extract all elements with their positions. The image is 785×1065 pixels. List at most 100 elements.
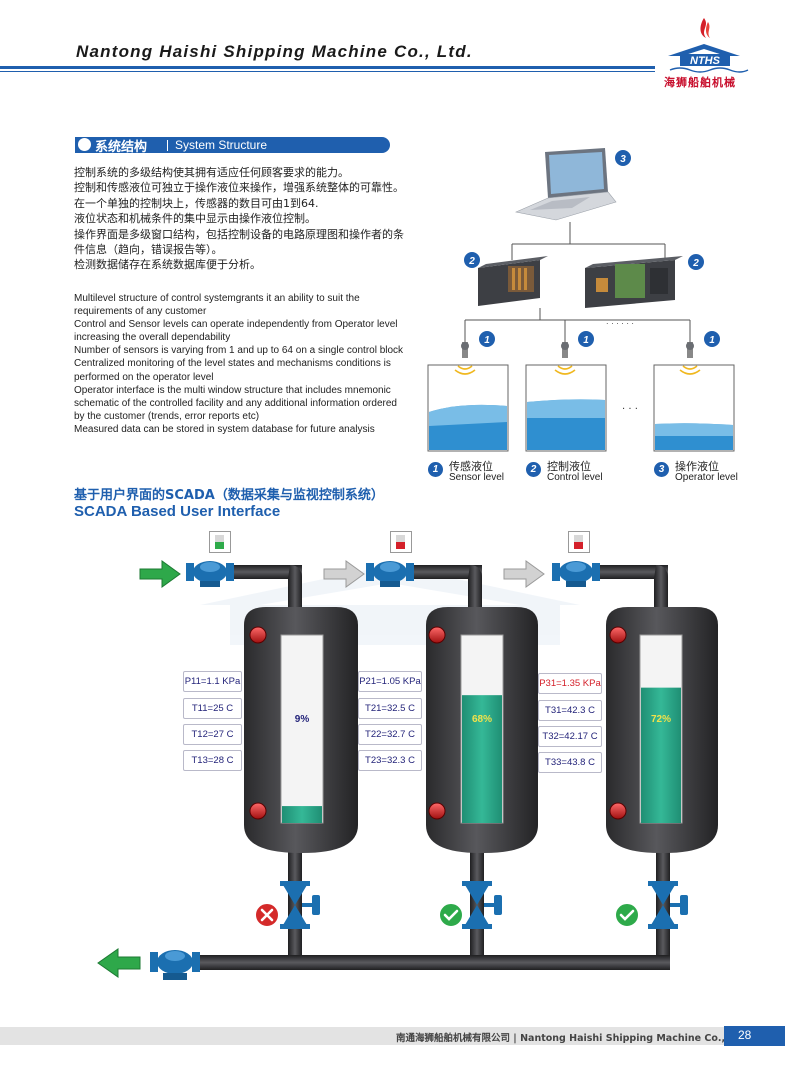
en-line: Number of sensors is varying from 1 and … [74,345,404,357]
company-logo: NTHS [668,18,749,73]
sensor-tank-1 [427,364,509,452]
scada-schematic [97,560,718,980]
temperature-readout: T21=32.5 C [358,698,422,719]
legend-sensor-cn: 传感液位 [449,460,493,473]
header-rule-thin [0,71,655,72]
cn-line: 操作界面是多级窗口结构，包括控制设备的电路原理图和操作者的条 [74,227,404,241]
section-title-en: System Structure [175,138,268,152]
ok-check-icon [614,902,640,928]
legend-control-cn: 控制液位 [547,460,591,473]
switch-indicator [396,542,405,549]
laptop-icon [515,148,617,221]
cn-line: 件信息（趋向，错误报告等）。 [74,243,223,257]
en-line: Operator interface is the multi window s… [74,384,391,396]
legend-operator-en: Operator level [675,472,738,483]
callout-sensor: 1 [484,335,490,346]
temperature-readout: T12=27 C [183,724,242,745]
header-rule [0,66,655,69]
callout-control: 2 [468,256,475,267]
chinese-description: 控制系统的多级结构使其拥有适应任何顾客要求的能力。 控制和传感液位可独立于操作液… [74,165,444,273]
en-line: increasing the overall dependability [74,332,231,344]
network-ellipsis: . . . . . . [606,317,634,326]
en-line: performed on the operator level [74,371,214,383]
inlet-pump-icon [552,561,600,587]
outlet-valve-icon [280,881,320,929]
outlet-arrow-icon [97,948,141,978]
legend-sensor-en: Sensor level [449,472,505,483]
en-line: Centralized monitoring of the level stat… [74,358,391,370]
tanks-ellipsis: · · · [622,404,638,415]
scada-title-en: SCADA Based User Interface [74,503,281,520]
system-structure-diagram: 3 2 2 . . . . . . · · · [427,148,735,452]
callout-operator: 3 [620,154,626,165]
en-line: Measured data can be stored in system da… [74,423,375,435]
temperature-readout: T31=42.3 C [538,700,602,721]
footer-band [0,1027,785,1045]
switch-top [574,535,583,542]
inlet-arrow-icon [139,560,181,588]
temperature-readout: T22=32.7 C [358,724,422,745]
temperature-readout: T13=28 C [183,750,242,771]
en-line: Control and Sensor levels can operate in… [74,319,398,331]
level-sensor-icon [554,342,576,375]
inlet-pump-icon [186,561,234,587]
legend-control-en: Control level [547,472,603,483]
en-line: by the customer (trends, error reports e… [74,410,260,422]
idle-arrow-icon [503,560,545,588]
legend-operator-cn: 操作液位 [675,460,719,473]
section-bullet-icon [78,138,91,151]
fault-x-icon [254,902,280,928]
cn-line: 控制系统的多级结构使其拥有适应任何顾客要求的能力。 [74,166,349,179]
section-title-cn: 系统结构 [95,140,148,155]
ok-check-icon [438,902,464,928]
outlet-pump-icon [150,950,200,980]
level-sensor-icon [679,342,701,375]
temperature-readout: T11=25 C [183,698,242,719]
level-percent: 68% [471,714,492,725]
section-heading-bar [75,137,390,153]
callout-sensor: 1 [709,335,715,346]
page-badge [724,1026,785,1046]
liquid-level-fill [462,695,502,823]
footer-text: 南通海狮船舶机械有限公司 | Nantong Haishi Shipping M… [396,1033,750,1044]
callout-control: 2 [692,258,699,269]
inlet-pump-icon [366,561,414,587]
pressure-readout: P21=1.05 KPa [358,671,422,692]
page-number: 28 [738,1028,752,1042]
outlet-valve-icon [462,881,502,929]
switch-indicator [215,542,224,549]
pump-switch-2[interactable] [390,531,412,553]
switch-top [215,535,224,542]
level-percent: 9% [294,714,310,725]
temperature-readout: T33=43.8 C [538,752,602,773]
liquid-level-fill [282,806,322,823]
level-sensor-icon [454,342,476,375]
switch-top [396,535,405,542]
controller-block-icon [585,256,683,308]
company-title: Nantong Haishi Shipping Machine Co., Ltd… [76,42,473,61]
pressure-readout-alarm: P31=1.35 KPa [538,673,602,694]
pump-switch-3[interactable] [568,531,590,553]
temperature-readout: T23=32.3 C [358,750,422,771]
idle-arrow-icon [323,560,365,588]
cn-line: 在一个单独的控制块上，传感器的数目可由1到64. [74,196,319,210]
callout-sensor: 1 [583,335,589,346]
pressure-readout: P11=1.1 KPa [183,671,242,692]
cn-line: 检测数据储存在系统数据库便于分析。 [74,258,261,272]
sensor-tank-3 [653,364,735,452]
section-divider [167,140,168,151]
en-line: schematic of the controlled facility and… [74,397,397,409]
scada-title-cn: 基于用户界面的SCADA（数据采集与监视控制系统） [74,488,384,503]
logo-lettering: NTHS [690,55,721,67]
en-line: requirements of any customer [74,306,207,318]
english-description: Multilevel structure of control systemgr… [74,292,429,436]
cn-line: 液位状态和机械条件的集中显示由操作液位控制。 [74,212,316,226]
logo-name: 海狮船舶机械 [664,76,736,89]
legend-callout-2: 2 [526,462,541,477]
outlet-valve-icon [648,881,688,929]
switch-indicator [574,542,583,549]
controller-block-icon [478,256,548,306]
legend-callout-1: 1 [428,462,443,477]
pump-switch-1[interactable] [209,531,231,553]
temperature-readout: T32=42.17 C [538,726,602,747]
